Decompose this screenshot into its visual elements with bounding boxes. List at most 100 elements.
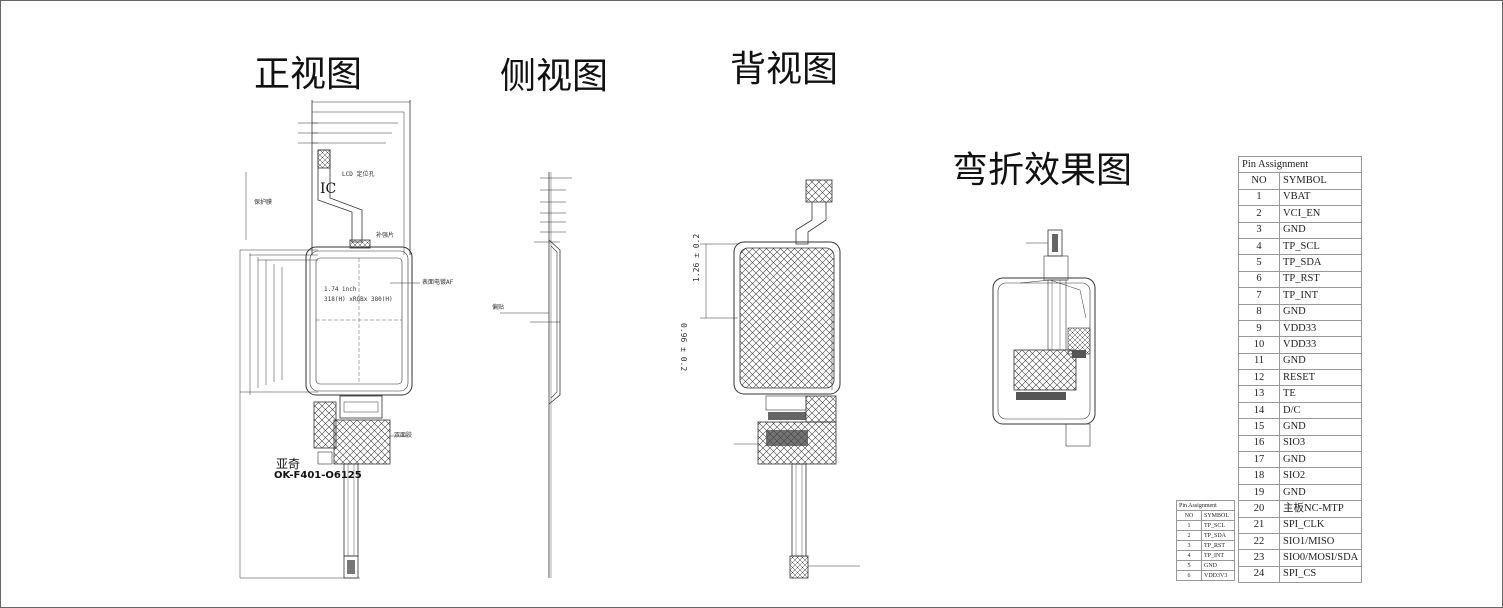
pin-symbol: GND <box>1278 418 1363 436</box>
pin-number: 15 <box>1238 418 1280 436</box>
pin-number: 6 <box>1238 270 1280 289</box>
callout-locating-hole: LCD 定位孔 <box>342 171 375 178</box>
pin-symbol: TP_SDA <box>1278 254 1363 272</box>
callout-stiffener: 补强片 <box>376 232 395 239</box>
pin-number: 22 <box>1238 532 1280 551</box>
pin-number: 23 <box>1238 549 1280 567</box>
pin-symbol: TP_SCL <box>1278 237 1363 256</box>
pin-symbol: 主板NC-MTP <box>1278 500 1363 518</box>
pin-number: 20 <box>1238 500 1280 518</box>
size-label: 1.74 inch <box>324 286 357 293</box>
pin-number: 14 <box>1238 401 1280 420</box>
pin-symbol: SIO3 <box>1278 434 1363 453</box>
back-dim-right: 0.96 ± 0.2 <box>679 323 688 372</box>
pin-number: 3 <box>1176 540 1202 551</box>
side-view-callout: 偏贴 <box>492 304 505 311</box>
pin-number: 1 <box>1176 520 1202 531</box>
pin-number: 3 <box>1238 221 1280 239</box>
pin-number: 5 <box>1176 560 1202 571</box>
pin-symbol: VBAT <box>1278 188 1363 207</box>
side-view-drawing <box>500 172 572 578</box>
pin-symbol: SIO1/MISO <box>1278 532 1363 551</box>
pin-number: 19 <box>1238 483 1280 502</box>
pin-number: 12 <box>1238 369 1280 387</box>
pin-symbol: TP_RST <box>1278 270 1363 289</box>
side-view-title: 侧视图 <box>500 56 609 97</box>
pin-symbol: GND <box>1201 560 1235 571</box>
pin-number: 13 <box>1238 385 1280 403</box>
pin-number: 24 <box>1238 565 1280 584</box>
back-view-title: 背视图 <box>730 49 839 90</box>
pin-table-small-title: Pin Assignment <box>1176 500 1235 511</box>
pin-number: 1 <box>1238 188 1280 207</box>
pin-symbol: TP_INT <box>1278 287 1363 305</box>
pin-number: 4 <box>1176 550 1202 561</box>
pin-symbol: GND <box>1278 451 1363 469</box>
pin-symbol: TP_RST <box>1201 540 1235 551</box>
front-view-title: 正视图 <box>254 54 363 95</box>
pin-symbol: SPI_CLK <box>1278 516 1363 534</box>
callout-double-sided-tape: 双面胶 <box>394 432 413 439</box>
pin-symbol: VDD3V3 <box>1201 570 1235 581</box>
pin-symbol: GND <box>1278 483 1363 502</box>
pin-symbol: VCI_EN <box>1278 205 1363 223</box>
pin-symbol: TE <box>1278 385 1363 403</box>
bent-view-drawing <box>992 229 1096 447</box>
pin-symbol: TP_SCL <box>1201 520 1235 531</box>
pin-number: 6 <box>1176 570 1202 581</box>
pin-symbol: D/C <box>1278 401 1363 420</box>
pin-number: 21 <box>1238 516 1280 534</box>
pin-table-title: Pin Assignment <box>1237 155 1363 174</box>
callout-protective-film: 保护膜 <box>254 199 273 206</box>
resolution-label: 318(H) xRGBx 380(H) <box>324 296 393 303</box>
part-number-label: OK-F401-O6125 <box>274 470 362 481</box>
pin-symbol: SPI_CS <box>1278 565 1363 584</box>
pin-number: 8 <box>1238 303 1280 321</box>
pin-number: 2 <box>1176 530 1202 541</box>
pin-number: 11 <box>1238 352 1280 371</box>
pin-symbol: SIO2 <box>1278 467 1363 485</box>
pin-number: 10 <box>1238 336 1280 354</box>
pin-symbol: VDD33 <box>1278 319 1363 338</box>
bent-view-title: 弯折效果图 <box>952 150 1133 191</box>
pin-table-small-header-symbol: SYMBOL <box>1201 510 1235 521</box>
pin-symbol: GND <box>1278 221 1363 239</box>
pin-table-small-header-no: NO <box>1176 510 1202 521</box>
pin-symbol: SIO0/MOSI/SDA <box>1278 549 1363 567</box>
back-dim-left: 1.26 ± 0.2 <box>692 233 701 282</box>
pin-number: 9 <box>1238 319 1280 338</box>
pin-number: 18 <box>1238 467 1280 485</box>
manufacturer-label: 亚奇 <box>276 457 301 471</box>
back-view-drawing <box>700 179 860 579</box>
pin-number: 17 <box>1238 451 1280 469</box>
pin-symbol: GND <box>1278 352 1363 371</box>
pin-number: 4 <box>1238 237 1280 256</box>
